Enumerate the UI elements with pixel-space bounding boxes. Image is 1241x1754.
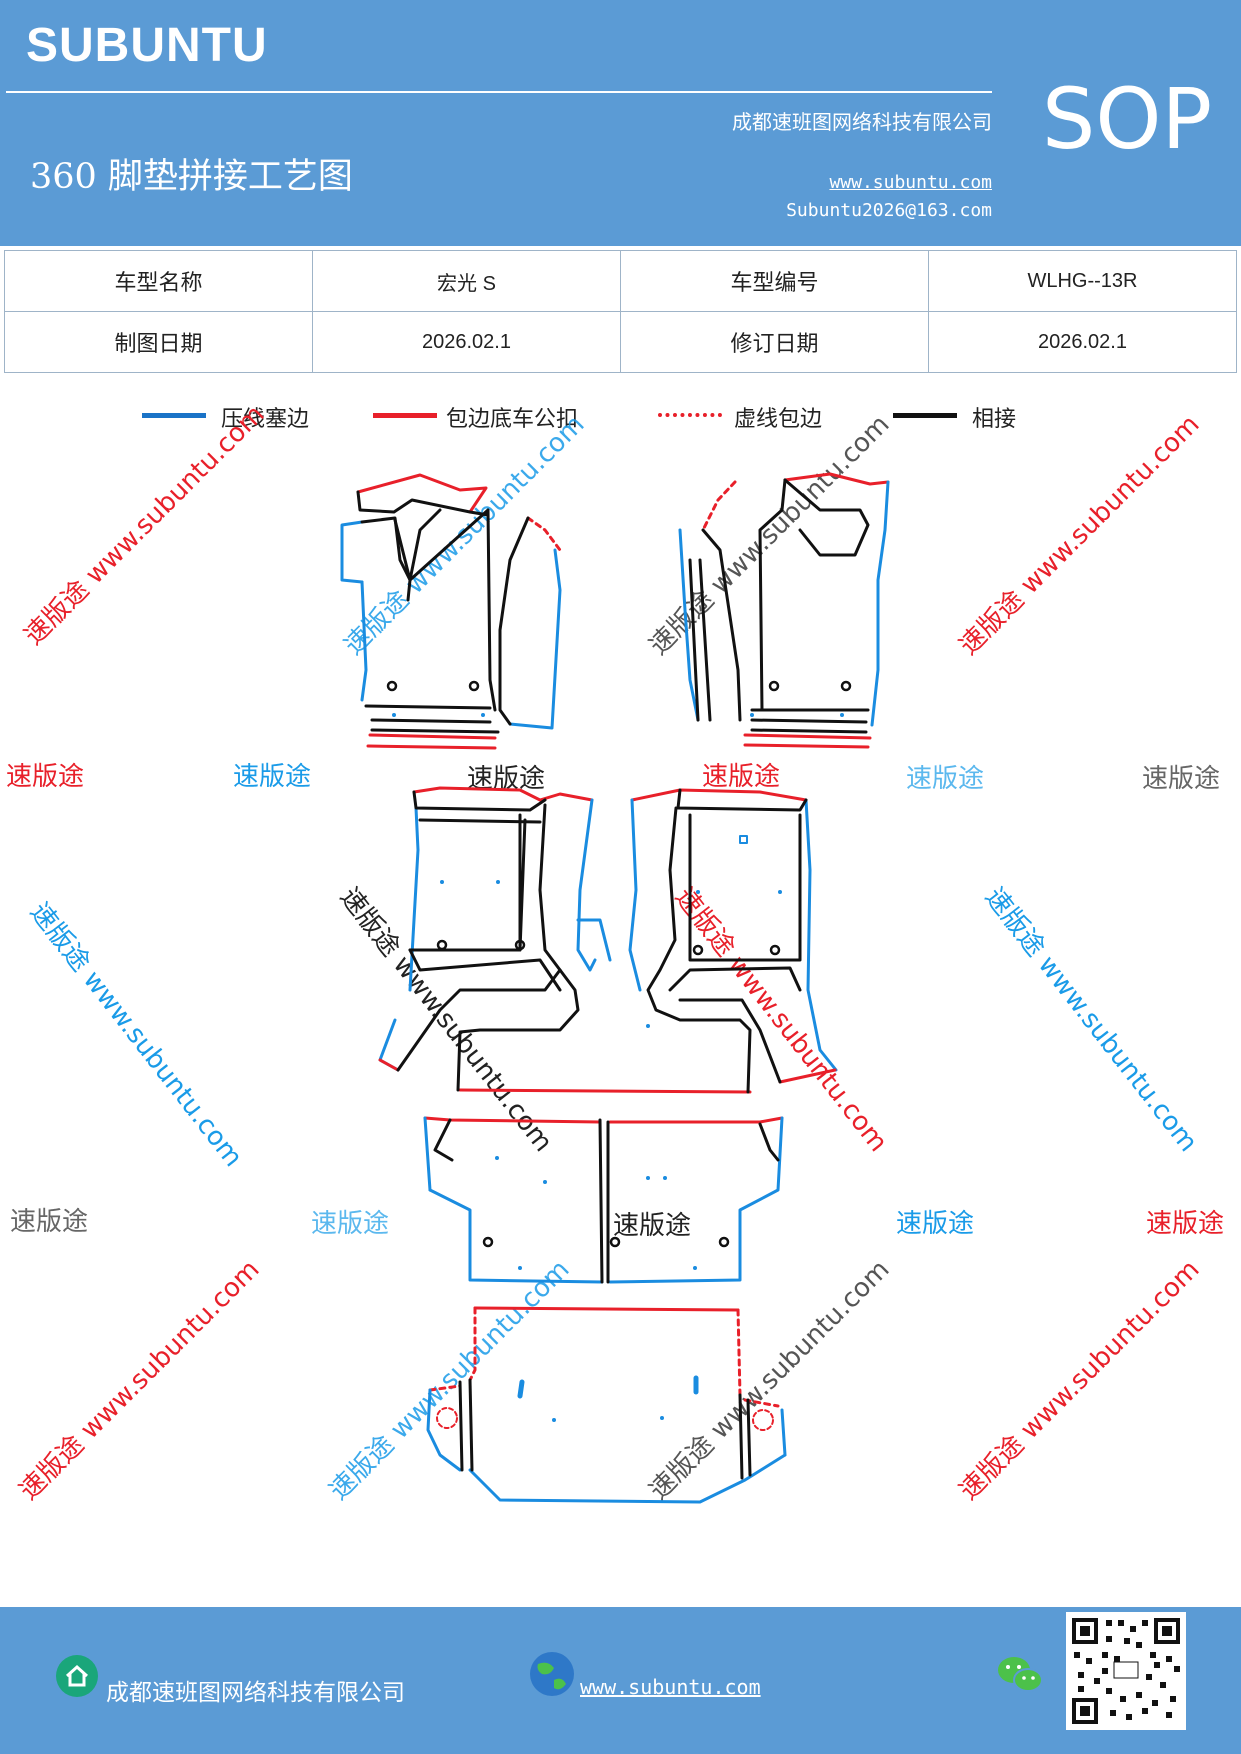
- header-website-link[interactable]: www.subuntu.com: [829, 172, 992, 193]
- mat-piece-middle-left: [378, 786, 752, 1094]
- watermark-brand: 速版途: [1146, 1209, 1225, 1239]
- page-title: 360 脚垫拼接工艺图: [30, 157, 353, 197]
- model-code-label: 车型编号: [620, 250, 929, 312]
- mat-piece-front-left: [340, 473, 562, 750]
- watermark-brand: 速版途: [1142, 764, 1221, 794]
- legend-swatch-red: [373, 413, 437, 418]
- mat-piece-second-row-right: [606, 1116, 784, 1284]
- mat-piece-middle-right: [628, 788, 838, 1094]
- legend-label: 相接: [972, 407, 1017, 432]
- draw-date-label: 制图日期: [4, 311, 313, 373]
- watermark-brand: 速版途: [702, 762, 781, 792]
- draw-date-value: 2026.02.1: [312, 311, 621, 373]
- header-divider: [6, 91, 992, 93]
- mat-piece-front-right: [678, 472, 890, 749]
- watermark-brand: 速版途: [233, 762, 312, 792]
- legend-swatch-black: [893, 413, 957, 418]
- header-company: 成都速班图网络科技有限公司: [732, 110, 992, 134]
- watermark-brand: 速版途: [896, 1209, 975, 1239]
- watermark-brand: 速版途: [6, 762, 85, 792]
- legend-label: 包边底车公扣: [446, 407, 579, 432]
- brand-logo: SUBUNTU: [26, 19, 268, 72]
- watermark-brand: 速版途: [311, 1209, 390, 1239]
- globe-icon: [530, 1652, 574, 1696]
- table-row: 制图日期 2026.02.1 修订日期 2026.02.1: [4, 311, 1237, 373]
- model-code-value: WLHG--13R: [928, 250, 1237, 312]
- home-icon: [56, 1655, 98, 1697]
- footer-company: 成都速班图网络科技有限公司: [106, 1680, 405, 1706]
- header-email: Subuntu2026@163.com: [786, 200, 992, 221]
- sop-badge: SOP: [1042, 70, 1213, 168]
- watermark-brand: 速版途: [10, 1207, 89, 1237]
- legend-label: 虚线包边: [734, 407, 823, 432]
- watermark-brand: 速版途: [613, 1211, 692, 1241]
- vehicle-info-table: 车型名称 宏光 S 车型编号 WLHG--13R 制图日期 2026.02.1 …: [4, 250, 1237, 373]
- model-name-label: 车型名称: [4, 250, 313, 312]
- revise-date-value: 2026.02.1: [928, 311, 1237, 373]
- legend: 压线塞边 包边底车公扣 虚线包边 相接: [0, 398, 1241, 442]
- floor-mat-diagram: [340, 472, 890, 1504]
- qr-code: [1066, 1612, 1186, 1730]
- legend-label: 压线塞边: [221, 407, 310, 432]
- footer-website-link[interactable]: www.subuntu.com: [580, 1675, 761, 1699]
- revise-date-label: 修订日期: [620, 311, 929, 373]
- mat-piece-second-row-left: [423, 1116, 604, 1284]
- model-name-value: 宏光 S: [312, 250, 621, 312]
- wechat-icon: [998, 1657, 1043, 1692]
- header-banner: [0, 0, 1241, 246]
- legend-swatch-blue: [142, 413, 206, 418]
- legend-swatch-red-dotted: [658, 413, 722, 417]
- watermark-brand: 速版途: [906, 764, 985, 794]
- mat-piece-rear: [426, 1306, 787, 1504]
- table-row: 车型名称 宏光 S 车型编号 WLHG--13R: [4, 250, 1237, 312]
